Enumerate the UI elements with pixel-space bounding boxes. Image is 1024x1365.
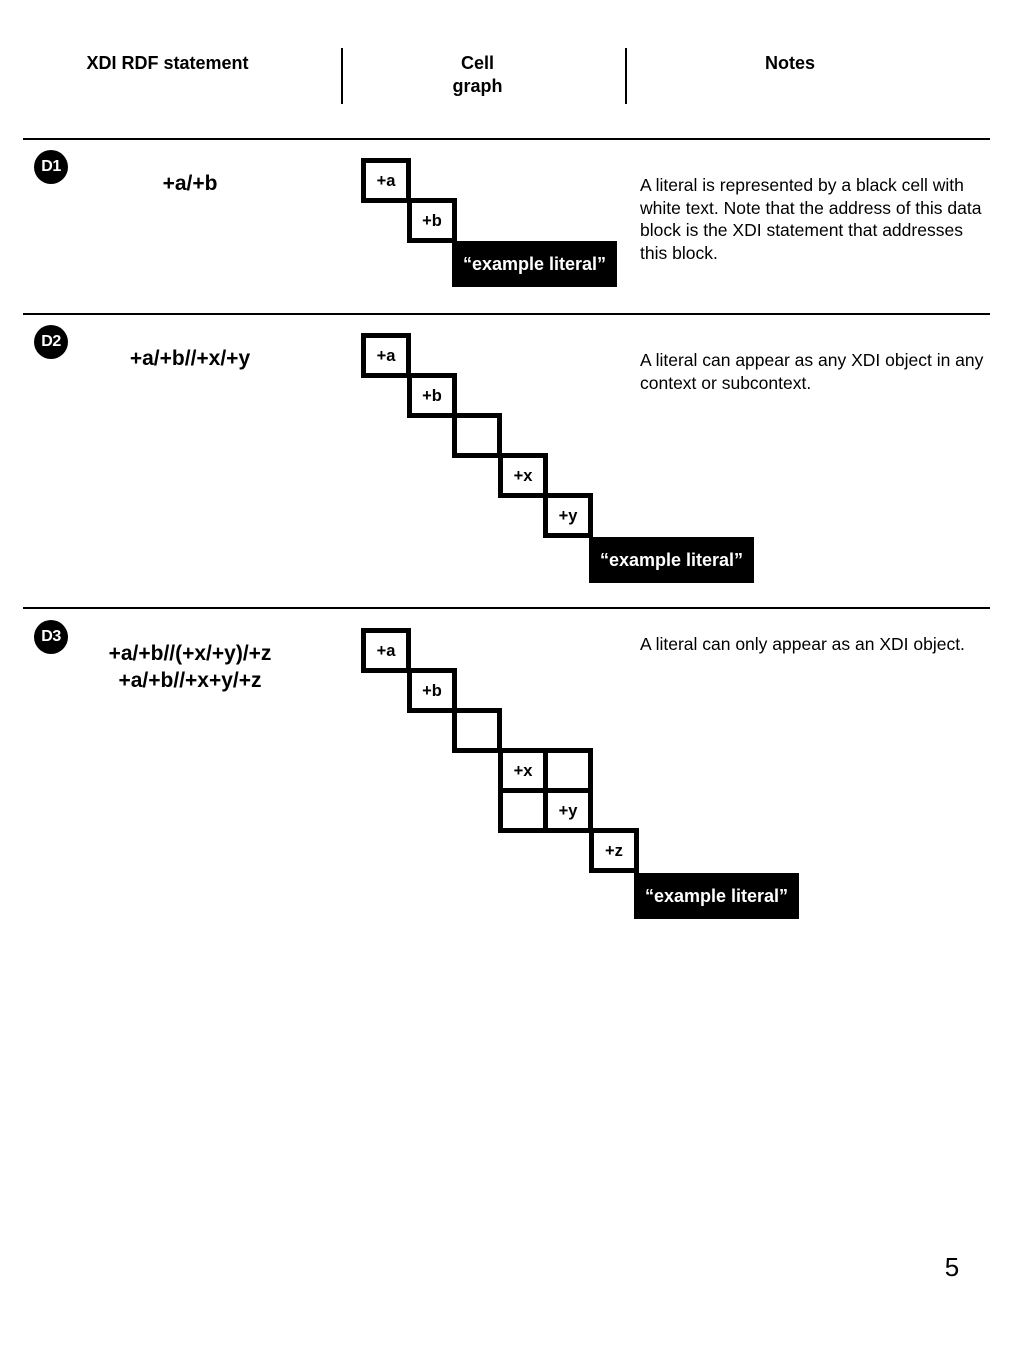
row-separator: [23, 138, 990, 140]
graph-cell: [452, 413, 502, 458]
statement-line: +a/+b//+x/+y: [129, 347, 251, 370]
graph-cell: +b: [407, 373, 457, 418]
header-cell-graph-line2: graph: [452, 76, 503, 96]
graph-cell: +a: [361, 333, 411, 378]
graph-cell: [498, 788, 548, 833]
graph-cell: +x: [498, 748, 548, 793]
graph-cell: [543, 748, 593, 793]
graph-cell: +a: [361, 158, 411, 203]
literal-cell: “example literal”: [452, 241, 617, 287]
row-badge: D1: [34, 150, 68, 184]
statement-line: +a/+b: [162, 172, 218, 195]
xdi-statement: +a/+b//+x/+y: [60, 345, 320, 372]
header-divider-2: [625, 48, 627, 104]
graph-cell: +b: [407, 668, 457, 713]
header-notes: Notes: [764, 53, 815, 73]
graph-cell: +y: [543, 493, 593, 538]
header-cell-graph-line1: Cell: [460, 53, 494, 73]
xdi-statement: +a/+b: [60, 170, 320, 197]
row-separator: [23, 313, 990, 315]
row-badge: D2: [34, 325, 68, 359]
row-badge: D3: [34, 620, 68, 654]
literal-cell: “example literal”: [634, 873, 799, 919]
graph-cell: +x: [498, 453, 548, 498]
page-number: 5: [944, 1252, 960, 1282]
row-note: A literal can appear as any XDI object i…: [640, 350, 984, 393]
row-note: A literal can only appear as an XDI obje…: [640, 634, 965, 654]
statement-line: +a/+b//+x+y/+z: [118, 669, 262, 692]
row-note: A literal is represented by a black cell…: [640, 175, 982, 263]
xdi-statement: +a/+b//(+x/+y)/+z +a/+b//+x+y/+z: [60, 640, 320, 694]
literal-cell: “example literal”: [589, 537, 754, 583]
header-cell-graph: Cell graph: [420, 52, 535, 98]
graph-cell: +b: [407, 198, 457, 243]
graph-cell: +z: [589, 828, 639, 873]
header-statement: XDI RDF statement: [86, 53, 249, 73]
graph-cell: [452, 708, 502, 753]
statement-line: +a/+b//(+x/+y)/+z: [108, 642, 272, 665]
row-separator: [23, 607, 990, 609]
header-divider-1: [341, 48, 343, 104]
graph-cell: +y: [543, 788, 593, 833]
graph-cell: +a: [361, 628, 411, 673]
